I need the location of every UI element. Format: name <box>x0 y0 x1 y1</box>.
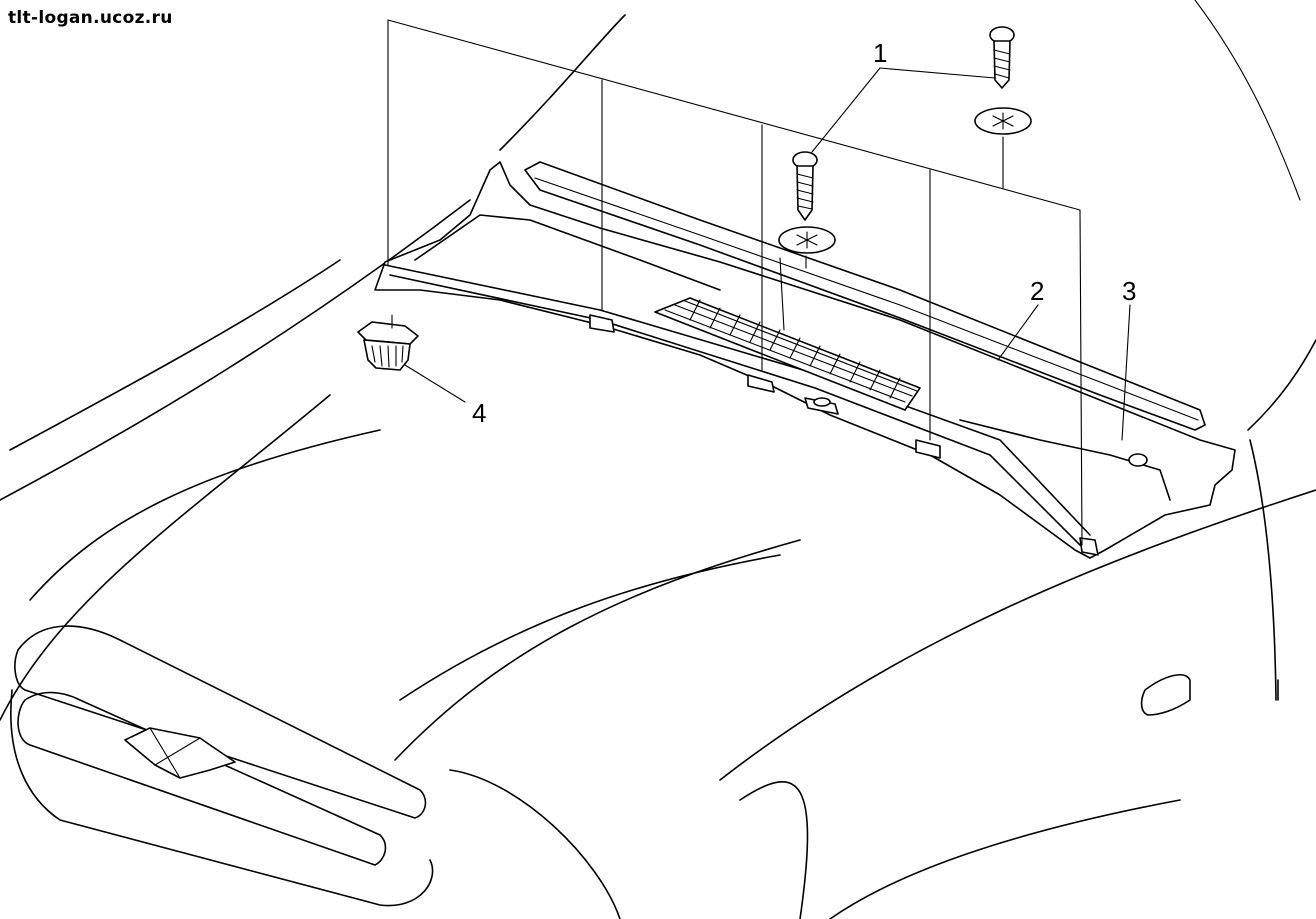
windshield-seal <box>524 161 1206 431</box>
mounting-hole <box>813 397 831 407</box>
guide-washer-center <box>779 255 807 331</box>
hood-crease-left <box>0 394 331 721</box>
leader-clip <box>404 364 466 403</box>
bumper-curve <box>449 769 621 919</box>
hood-left-fold <box>9 259 341 451</box>
callout-labels: 1 2 3 4 <box>472 38 1136 428</box>
wheel-arch-line <box>829 799 1181 919</box>
fender-top-line <box>719 489 1316 781</box>
windshield-right <box>1247 339 1316 431</box>
hood-front-line <box>394 539 801 761</box>
side-marker-lamp <box>1140 674 1191 716</box>
assembly-guide-lines <box>387 19 1083 546</box>
washer-teeth <box>796 231 818 249</box>
hood-inner-line <box>399 554 781 701</box>
washer-teeth <box>992 112 1014 130</box>
bowtie-detail <box>149 727 201 779</box>
screw-thread <box>796 173 814 210</box>
a-pillar-left <box>499 14 626 151</box>
drain-hole <box>1128 453 1148 467</box>
seal-groove <box>534 177 1199 421</box>
headlamp-curve <box>739 781 809 919</box>
roof-edge <box>1194 0 1301 201</box>
callout-2: 2 <box>1030 276 1044 306</box>
cowl-right-pocket <box>959 419 1171 501</box>
leader-panel <box>1121 304 1131 441</box>
screw-assembly-right <box>974 26 1032 135</box>
grille-lower <box>17 691 387 866</box>
a-pillar-right <box>1249 439 1277 701</box>
mounting-tab <box>589 314 615 333</box>
leader-seal <box>997 304 1039 361</box>
mounting-tab <box>915 439 941 459</box>
bowtie-emblem <box>124 727 236 779</box>
cowl-front-lip-inner <box>389 274 1081 546</box>
vent-fins <box>689 299 901 399</box>
cowl-panel <box>374 161 1236 559</box>
mounting-tab <box>1079 537 1099 556</box>
grille-upper <box>14 625 427 819</box>
watermark-text: tlt-logan.ucoz.ru <box>8 8 173 28</box>
mounting-tab <box>747 374 775 393</box>
hood-front-curve <box>29 429 381 601</box>
callout-3: 3 <box>1122 276 1136 306</box>
callout-4: 4 <box>472 398 486 428</box>
grille-frame <box>10 689 434 907</box>
screw-shank <box>993 40 1011 89</box>
clip-body <box>363 339 411 371</box>
screw-thread <box>993 49 1011 79</box>
retaining-clip <box>357 321 419 371</box>
leader-lines <box>404 67 1131 441</box>
clip-ribs <box>371 345 404 368</box>
guide-vertical <box>1079 209 1083 546</box>
leader-screw-right <box>879 67 996 79</box>
cowl-left-pocket <box>414 214 721 291</box>
hood-left-edge <box>0 199 471 501</box>
guide-top-line <box>387 19 1081 211</box>
leader-screw-center <box>811 67 881 153</box>
screw-assembly-center <box>778 151 836 254</box>
callout-1: 1 <box>873 38 887 68</box>
